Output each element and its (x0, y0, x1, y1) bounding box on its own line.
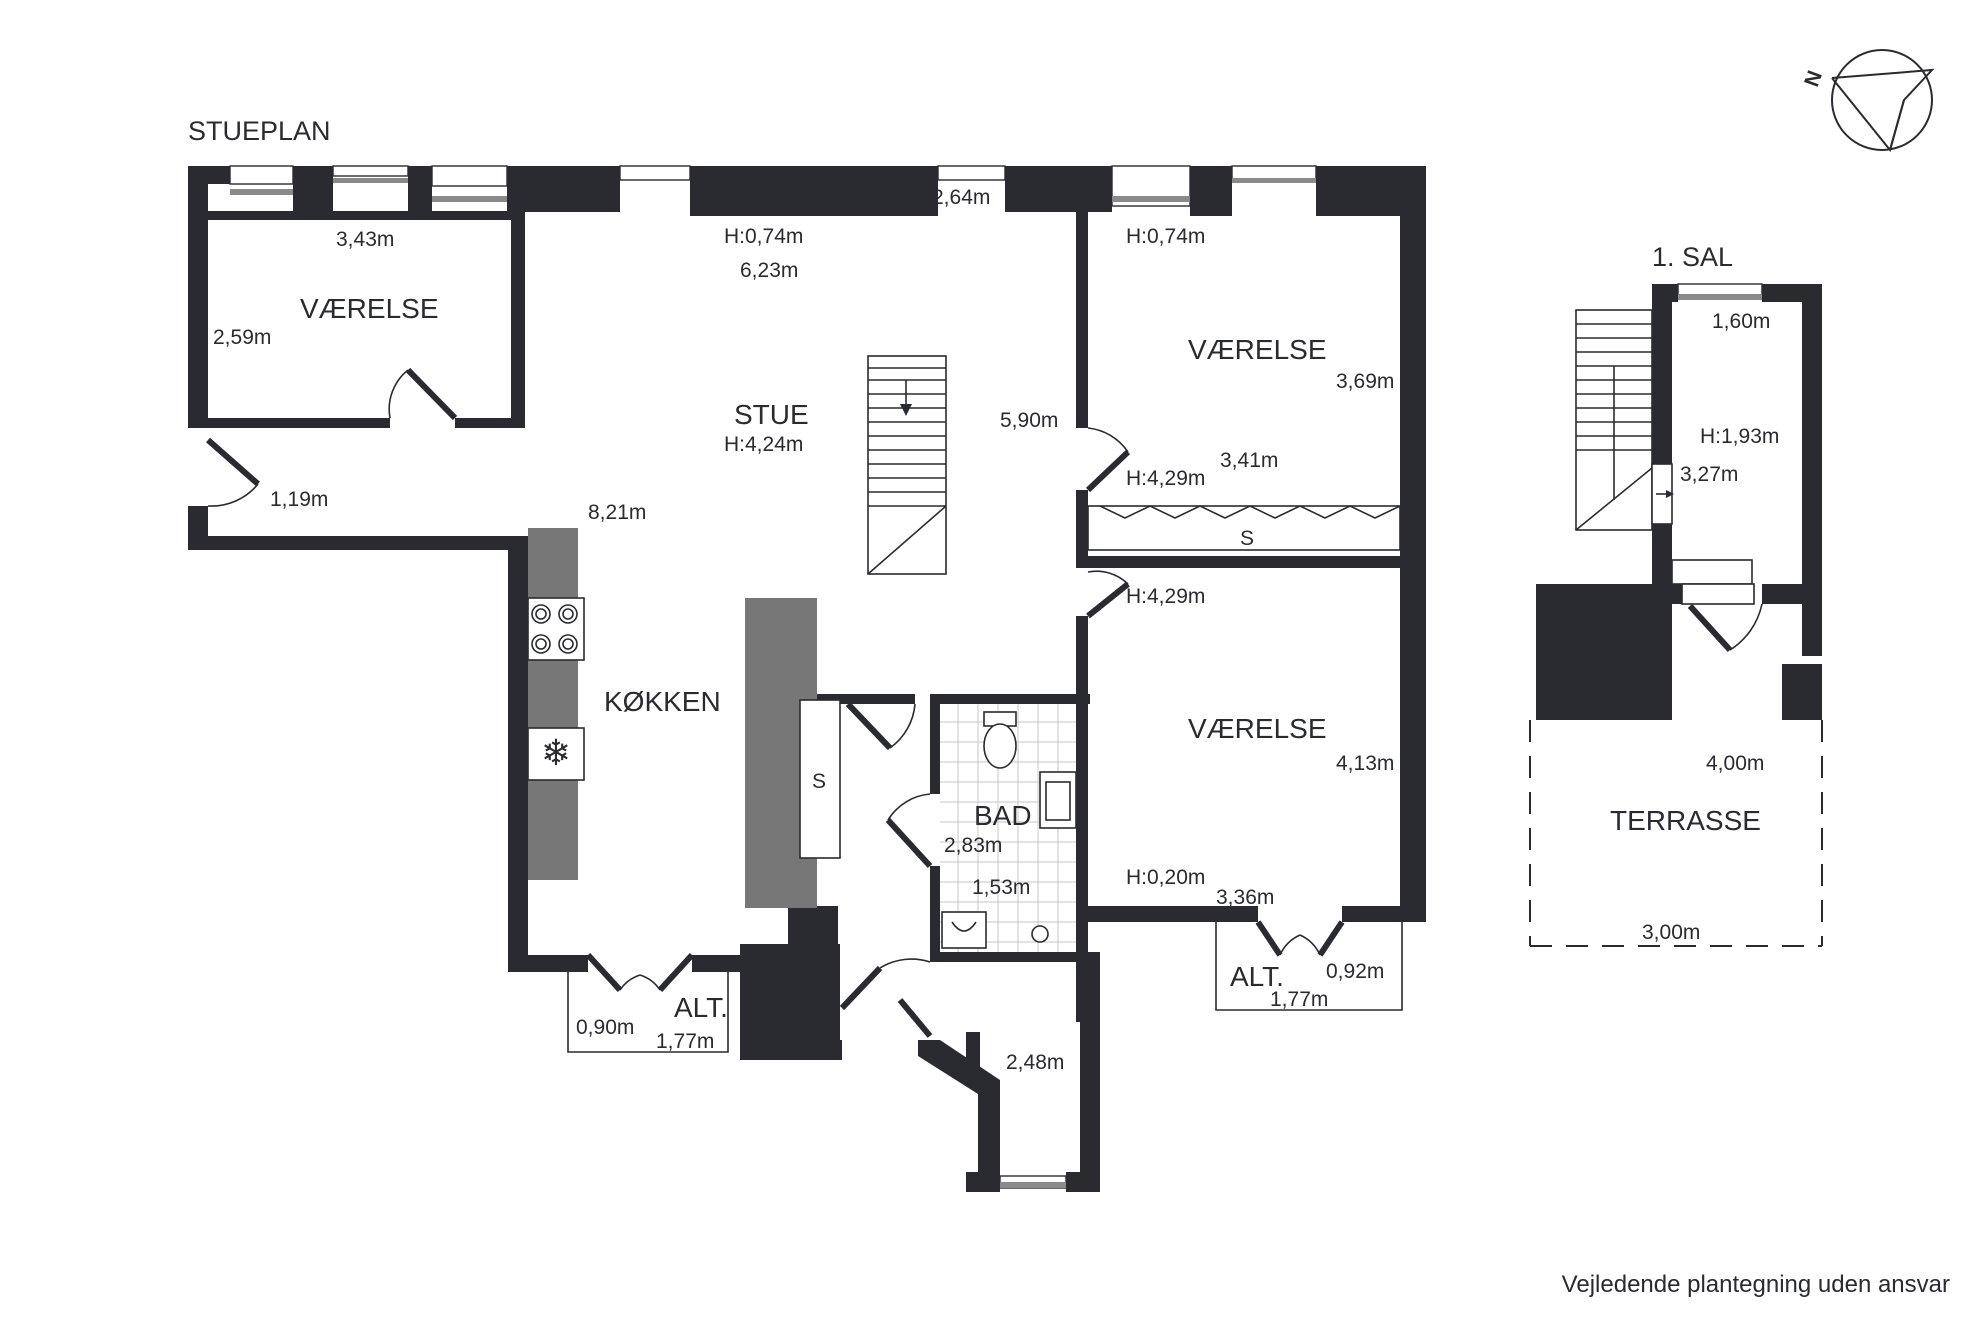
dim-balcony-west-width: 1,77m (656, 1030, 714, 1053)
room-name-vaerelse-ne: VÆRELSE (1188, 334, 1327, 365)
dim-vaerelse-se-depth: 4,13m (1336, 752, 1394, 775)
closet-ne (1087, 505, 1401, 551)
stue-window-height: H:0,74m (724, 225, 803, 248)
dim-bad-b: 1,53m (972, 876, 1030, 899)
room-name-vaerelse-se: VÆRELSE (1188, 713, 1327, 744)
stair-ground (867, 355, 947, 575)
vaerelse-ne-window-height: H:0,74m (1126, 225, 1205, 248)
balcony-east-label: ALT. (1230, 961, 1284, 992)
room-name-bad: BAD (974, 800, 1032, 831)
disclaimer: Vejledende plantegning uden ansvar (1562, 1271, 1950, 1298)
vaerelse-ne-height: H:4,29m (1126, 467, 1205, 490)
dim-vaerelse-ne-depth: 3,69m (1336, 370, 1394, 393)
balcony-outlines (567, 922, 1403, 1053)
room-name-vaerelse-nw: VÆRELSE (300, 293, 439, 324)
windows-ground-floor (229, 165, 1317, 1189)
dim-vaerelse-ne-width: 3,41m (1220, 449, 1278, 472)
compass-north-letter: N (1800, 68, 1827, 90)
floor-upper-title: 1. SAL (1652, 242, 1733, 272)
labels: STUEPLAN 1. SAL N VÆRELSE 3,43m 2,59m ST… (188, 68, 1950, 1298)
kitchen-fittings: ❄ (527, 528, 841, 908)
dim-balcony-west-door: 0,90m (576, 1016, 634, 1039)
dim-terrasse-depth: 4,00m (1706, 752, 1764, 775)
dim-stue-depth: 5,90m (1000, 409, 1058, 432)
compass-icon (1831, 49, 1935, 153)
walls-ground-floor (188, 166, 1426, 1192)
dim-vaerelse-nw-depth: 2,59m (213, 326, 271, 349)
dim-vaerelse-se-width: 3,36m (1216, 886, 1274, 909)
room-name-stue: STUE (734, 399, 809, 430)
room-name-kokken: KØKKEN (604, 686, 721, 717)
dim-stue-window: 2,64m (932, 186, 990, 209)
closet-kitchen-label: S (812, 770, 826, 793)
terrace-outline (1529, 720, 1823, 947)
walls-upper-floor (1536, 283, 1822, 720)
dim-entre: 2,48m (1006, 1051, 1064, 1074)
doors (206, 367, 1345, 1038)
closet-ne-label: S (1240, 527, 1254, 550)
floor-ground-title: STUEPLAN (188, 116, 331, 146)
dim-vaerelse-nw-width: 3,43m (336, 228, 394, 251)
dim-terrasse-width: 3,00m (1642, 921, 1700, 944)
room-name-terrasse: TERRASSE (1610, 805, 1761, 836)
stue-height: H:4,24m (724, 433, 803, 456)
dim-upper-width: 1,60m (1712, 310, 1770, 333)
vaerelse-se-sill-height: H:0,20m (1126, 866, 1205, 889)
dim-stue-length: 8,21m (588, 501, 646, 524)
dim-balcony-east-door: 0,92m (1326, 960, 1384, 983)
vaerelse-se-height: H:4,29m (1126, 585, 1205, 608)
snowflake-icon: ❄ (541, 733, 571, 774)
dim-stue-width: 6,23m (740, 259, 798, 282)
dim-bad-a: 2,83m (944, 834, 1002, 857)
upper-height: H:1,93m (1700, 425, 1779, 448)
balcony-west-label: ALT. (674, 992, 728, 1023)
dim-upper-depth: 3,27m (1680, 463, 1738, 486)
bathroom-fixtures (940, 704, 1077, 952)
dim-balcony-east-width: 1,77m (1270, 988, 1328, 1011)
dim-hall: 1,19m (270, 488, 328, 511)
